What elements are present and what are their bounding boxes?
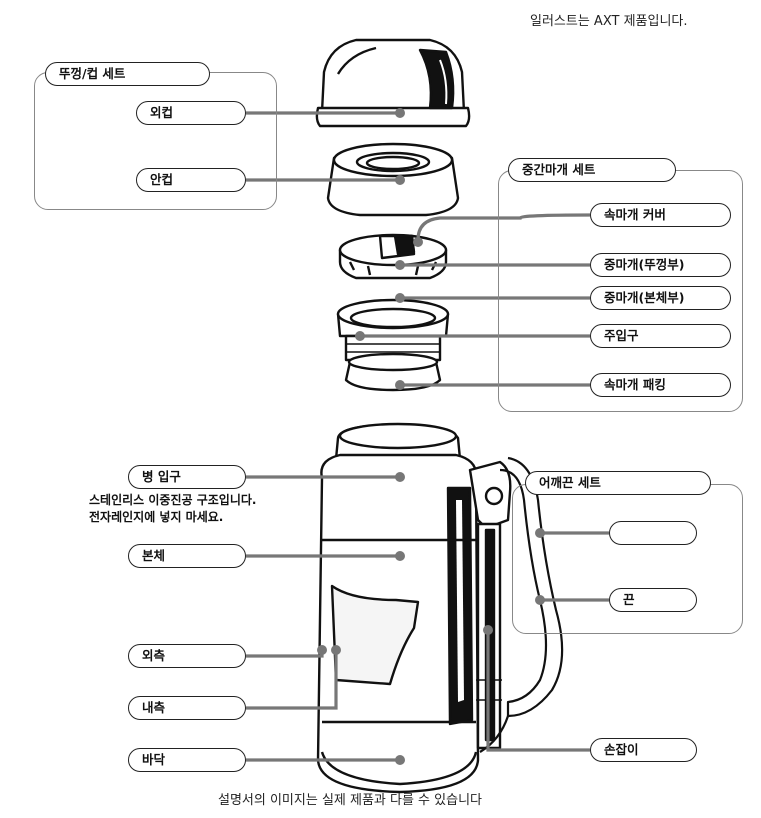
bottom-label: 바닥 xyxy=(128,748,246,772)
handle-label: 손잡이 xyxy=(590,738,697,762)
stopper-set-title: 중간마개 세트 xyxy=(508,158,676,182)
stopper-gasket-label: 속마개 패킹 xyxy=(590,373,731,397)
stopper-upper-drawing xyxy=(338,233,448,280)
mouth-label: 병 입구 xyxy=(128,465,246,489)
inner-wall-label: 내측 xyxy=(128,696,246,720)
outer-wall-label: 외측 xyxy=(128,644,246,668)
upper-stopper-label: 중마개(뚜껑부) xyxy=(590,253,731,277)
stopper-lower-drawing xyxy=(336,298,450,392)
caution-text-2: 전자레인지에 넣지 마세요. xyxy=(89,510,224,524)
inner-cup-drawing xyxy=(326,142,460,217)
leader-dots xyxy=(317,108,545,765)
bottle-body-drawing xyxy=(316,422,512,794)
strap-set-title: 어깨끈 세트 xyxy=(525,471,711,495)
strap-drawing xyxy=(479,456,564,753)
disclaimer-note: 설명서의 이미지는 실제 제품과 다를 수 있습니다 xyxy=(218,793,482,808)
inner-cup-label: 안컵 xyxy=(136,168,246,192)
strap-part-label xyxy=(609,521,697,545)
strap-label: 끈 xyxy=(609,588,697,612)
leader-lines xyxy=(246,111,609,762)
lid-cup-set-title: 뚜껑/컵 세트 xyxy=(45,62,210,86)
lower-stopper-label: 중마개(본체부) xyxy=(590,286,731,310)
stopper-cover-label: 속마개 커버 xyxy=(590,203,731,227)
outer-cup-label: 외컵 xyxy=(136,101,246,125)
body-label: 본체 xyxy=(128,544,246,568)
spout-label: 주입구 xyxy=(590,324,731,348)
illustration-note: 일러스트는 AXT 제품입니다. xyxy=(530,14,688,29)
caution-text-1: 스테인리스 이중진공 구조입니다. xyxy=(89,493,257,507)
